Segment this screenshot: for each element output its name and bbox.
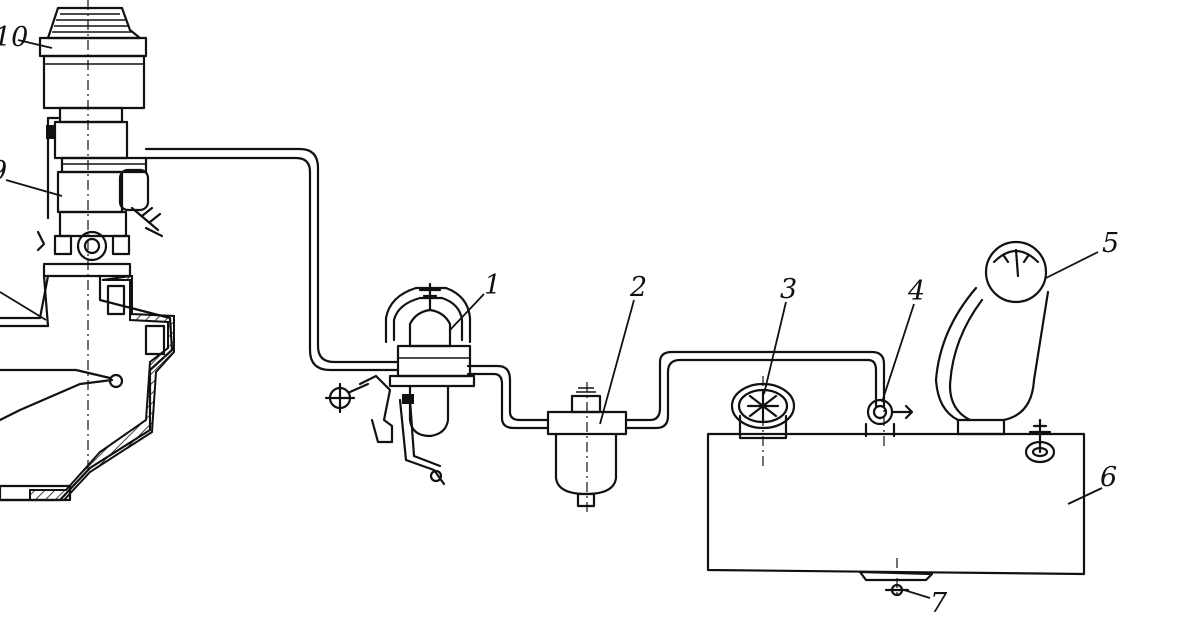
fuel-filter xyxy=(546,382,628,516)
leader-5 xyxy=(1045,251,1099,279)
leader-9 xyxy=(5,179,63,197)
filler-cap xyxy=(730,376,796,470)
label-4: 4 xyxy=(907,276,925,307)
fuel-tank xyxy=(706,432,1086,598)
leader-1 xyxy=(449,293,485,331)
leader-2 xyxy=(599,299,635,425)
label-7: 7 xyxy=(930,588,948,618)
label-5: 5 xyxy=(1102,228,1119,259)
leader-10 xyxy=(17,39,53,49)
fuel-pump xyxy=(324,282,476,486)
leader-7 xyxy=(903,589,931,599)
label-3: 3 xyxy=(780,274,797,305)
tank-breather-screw xyxy=(1024,418,1056,464)
fuel-tap xyxy=(864,396,914,446)
label-10: 10 xyxy=(0,22,28,53)
engine-carburettor-assembly xyxy=(0,6,175,502)
fuel-gauge xyxy=(934,240,1050,436)
leader-4 xyxy=(881,303,915,403)
leader-3 xyxy=(763,301,787,395)
fuel-line xyxy=(144,147,886,430)
label-9: 9 xyxy=(0,156,7,187)
label-2: 2 xyxy=(629,272,647,303)
label-1: 1 xyxy=(484,270,501,301)
label-6: 6 xyxy=(1100,462,1117,493)
leader-8 xyxy=(0,291,47,321)
leader-6 xyxy=(1067,487,1103,505)
